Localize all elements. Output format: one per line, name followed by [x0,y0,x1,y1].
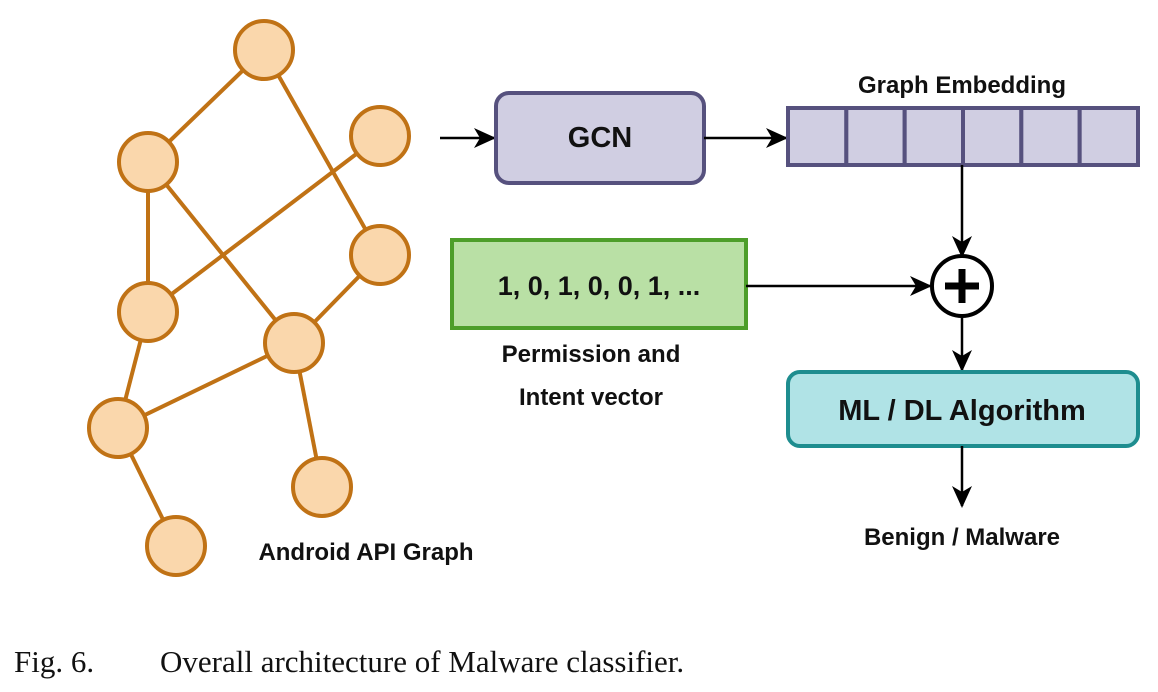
graph-edge [262,49,382,256]
embedding-cell [1077,106,1140,167]
embedding-cell [844,106,907,167]
permission-vector-label-line1: Permission and [502,341,681,368]
api-graph-nodes [87,19,411,577]
graph-node [349,105,411,167]
embedding-cell [902,106,966,167]
graph-node [87,397,149,459]
embedding-vector [786,106,1140,167]
graph-node [349,224,411,286]
gcn-label: GCN [568,122,632,154]
embedding-cell [961,106,1024,167]
graph-node [117,131,179,193]
permission-vector-box [450,238,748,330]
figure-caption-text: Overall architecture of Malware classifi… [160,644,684,679]
graph-node [117,281,179,343]
permission-vector-label-line2: Intent vector [519,384,663,411]
figure-number: Fig. 6. [14,644,94,679]
algorithm-label: ML / DL Algorithm [838,395,1086,427]
graph-edge [146,134,382,314]
concat-plus-icon [930,254,994,318]
embedding-cell [1019,106,1082,167]
output-label: Benign / Malware [864,524,1060,551]
graph-edge [146,160,296,345]
graph-node [263,312,325,374]
permission-vector-values: 1, 0, 1, 0, 0, 1, ... [498,271,701,301]
graph-label: Android API Graph [258,539,473,566]
graph-edge [117,341,295,430]
graph-node [291,456,353,518]
graph-node [145,515,207,577]
figure-caption: Fig. 6. Overall architecture of Malware c… [14,644,684,679]
graph-node [233,19,295,81]
embedding-label: Graph Embedding [858,72,1066,99]
embedding-cell [786,106,849,167]
